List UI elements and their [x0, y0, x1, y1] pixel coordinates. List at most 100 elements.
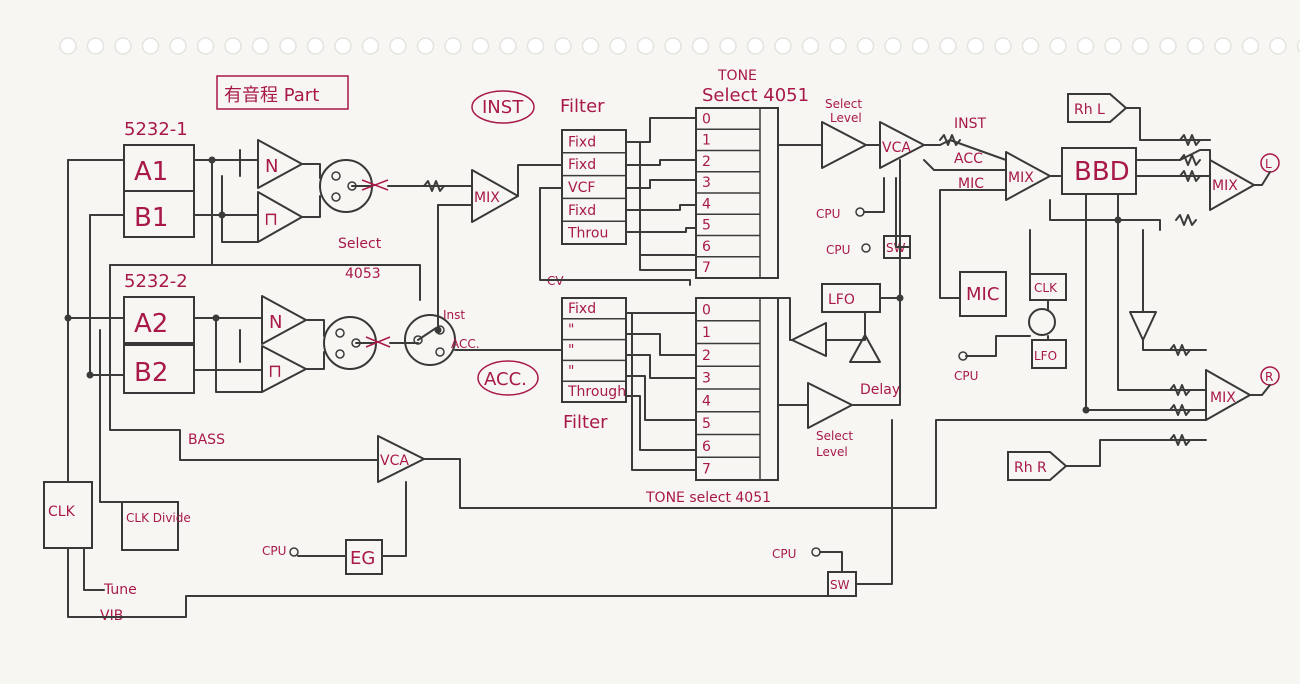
select-4053-label: Select	[338, 236, 382, 252]
binder-hole	[279, 37, 297, 55]
sw-bottom-label: SW	[830, 578, 850, 592]
mix-in-inst: INST	[954, 116, 986, 132]
tone-top-cell: 2	[702, 154, 711, 170]
binder-hole	[526, 37, 545, 55]
mix-inst-label: MIX	[474, 190, 500, 206]
shaper-pulse-top-label: ⊓	[264, 209, 278, 230]
bass-label: BASS	[188, 432, 225, 448]
binder-hole	[416, 37, 435, 55]
shaper-n-top-label: N	[265, 156, 278, 177]
binder-hole	[86, 37, 105, 55]
binder-hole	[471, 37, 490, 55]
shaper-n-top	[257, 139, 303, 189]
mic-box	[959, 271, 1007, 317]
binder-hole	[444, 37, 462, 55]
binder-hole	[334, 37, 352, 55]
block-b2-label: B2	[134, 358, 168, 388]
mic-label: MIC	[966, 284, 999, 305]
binder-hole	[774, 37, 792, 55]
select-level-top-1: Select	[825, 97, 862, 111]
filter-top-cell: Throu	[567, 226, 608, 242]
binder-hole	[141, 37, 160, 55]
filter-top-label: Filter	[560, 96, 605, 117]
binder-hole	[361, 37, 380, 55]
binder-hole	[1021, 37, 1040, 55]
binder-hole	[609, 37, 627, 55]
out-r-label: R	[1265, 370, 1273, 384]
bbd-box	[1061, 147, 1137, 195]
cpu-4: CPU	[262, 544, 286, 558]
filter-bottom-label: Filter	[563, 412, 608, 433]
tone-top-cell: 7	[702, 260, 711, 276]
inst-ellipse	[471, 90, 535, 124]
lfo-small-label: LFO	[1034, 349, 1057, 363]
mix-main	[1005, 151, 1051, 201]
mix-r	[1205, 369, 1251, 421]
binder-holes	[59, 37, 1300, 55]
binder-hole	[114, 37, 132, 55]
filter-bottom-cell: "	[568, 343, 574, 359]
mix-in-acc: ACC	[954, 151, 983, 167]
inst-label: INST	[482, 97, 524, 118]
binder-hole	[1104, 37, 1122, 55]
binder-hole	[499, 37, 517, 55]
mix-l	[1209, 159, 1255, 211]
vca-bass-label: VCA	[380, 453, 409, 469]
tone-top-cell: 6	[702, 239, 711, 255]
clk-divide-box	[121, 501, 179, 551]
tone-top-cell: 1	[702, 133, 711, 149]
filter-bottom-cell: "	[568, 322, 574, 338]
binder-hole	[691, 37, 710, 55]
binder-hole	[939, 37, 957, 55]
binder-hole	[994, 37, 1012, 55]
switch-4053-bot	[323, 316, 391, 370]
binder-hole	[581, 37, 600, 55]
filter-top-cell: Fixd	[568, 203, 596, 219]
mix-in-mic: MIC	[958, 176, 984, 192]
clk-right-label: CLK	[1034, 281, 1058, 295]
binder-hole	[1076, 37, 1095, 55]
bbd-clk-switch	[1028, 308, 1056, 336]
delay-triangle	[849, 334, 881, 363]
chip-label-2: 5232-2	[124, 271, 188, 292]
select-level-bot-1: Select	[816, 429, 853, 443]
binder-hole	[554, 37, 572, 55]
shaper-n-bot	[261, 295, 307, 345]
binder-hole	[306, 37, 325, 55]
filter-bottom-cell: Through	[567, 384, 626, 400]
title-box	[216, 75, 349, 110]
shaper-pulse-top	[257, 191, 303, 243]
tone-bottom-cell: 0	[702, 302, 711, 318]
rh-l-label: Rh L	[1074, 102, 1105, 118]
delay-label: Delay	[860, 382, 900, 398]
tone-bottom-cell: 2	[702, 348, 711, 364]
chip-label-1: 5232-1	[124, 119, 188, 140]
binder-hole	[1049, 37, 1067, 55]
block-a2	[123, 296, 195, 344]
binder-hole	[389, 37, 407, 55]
binder-hole	[856, 37, 875, 55]
inst-acc-label-inst: Inst	[443, 308, 465, 322]
tone-bottom-cell: 4	[702, 393, 711, 409]
binder-hole	[1159, 37, 1177, 55]
inst-acc-label-acc: ACC.	[451, 337, 480, 351]
mix-inst	[471, 169, 519, 223]
filter-top-cell: VCF	[568, 180, 595, 196]
block-b1-label: B1	[134, 203, 168, 233]
lfo-main-label: LFO	[828, 292, 855, 308]
binder-hole	[224, 37, 242, 55]
clk-label: CLK	[48, 504, 76, 520]
tune-label: Tune	[103, 582, 137, 598]
binder-hole	[59, 37, 77, 55]
tone-select-top-line1: TONE	[717, 68, 757, 84]
binder-hole	[829, 37, 847, 55]
switch-inst-acc	[404, 314, 456, 366]
tone-top-cell: 0	[702, 111, 711, 127]
filter-bottom-cell: "	[568, 363, 574, 379]
cpu-1: CPU	[816, 207, 840, 221]
filter-top-cell: Fixd	[568, 134, 596, 150]
wires	[64, 107, 1271, 618]
binder-hole	[719, 37, 737, 55]
